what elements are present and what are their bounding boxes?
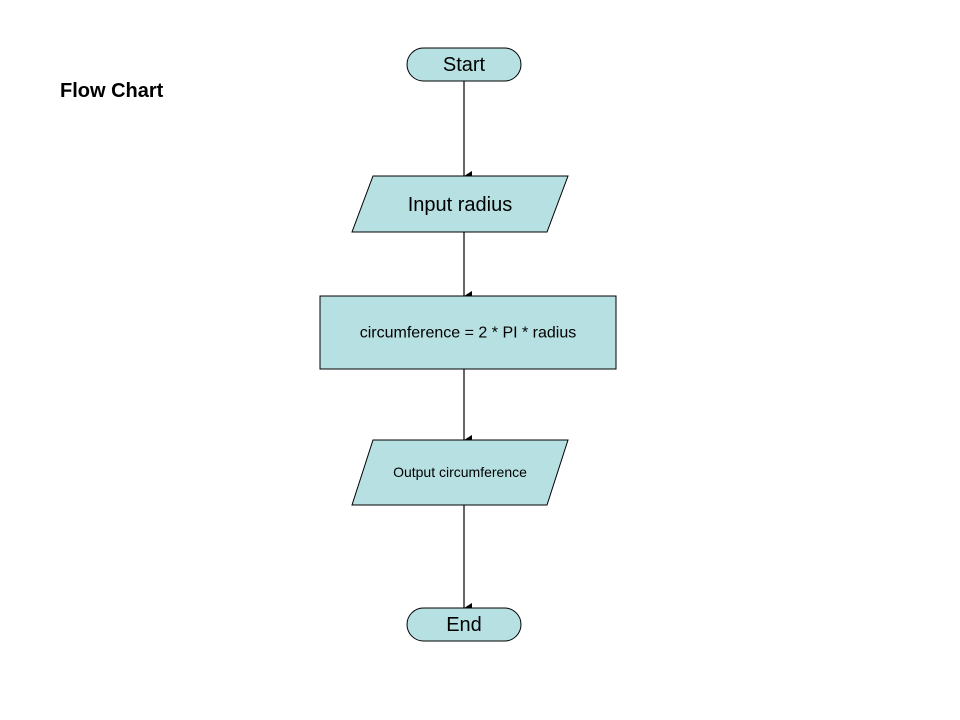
page-title: Flow Chart [60,80,164,102]
input-node: Input radius [351,175,569,233]
output-node: Output circumference [351,439,569,506]
output-node-label: Output circumference [393,464,527,480]
end-node-label: End [446,614,482,636]
input-node-label: Input radius [408,194,513,216]
input-node-shape [351,175,569,233]
process-node-shape [319,295,617,370]
end-node-shape [406,607,522,642]
start-node: Start [406,47,522,82]
output-node-shape [351,439,569,506]
process-node-label: circumference = 2 * PI * radius [360,325,577,342]
start-node-shape [406,47,522,82]
start-node-label: Start [443,54,486,76]
process-node: circumference = 2 * PI * radius [319,295,617,370]
end-node: End [406,607,522,642]
